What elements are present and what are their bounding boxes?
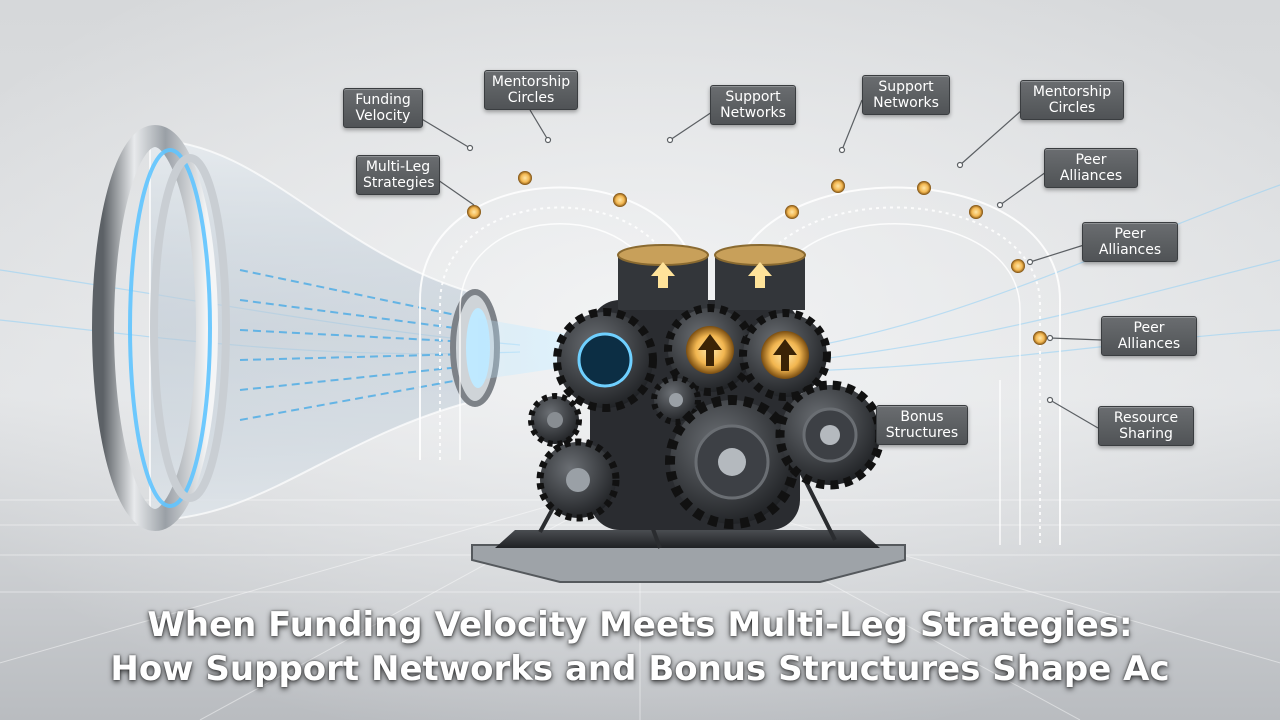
label-connectors xyxy=(419,99,1103,436)
label-resource-sharing: Resource Sharing xyxy=(1098,406,1194,446)
funnel-outer-rim xyxy=(92,125,218,531)
label-bonus-structures: Bonus Structures xyxy=(876,405,968,445)
funnel-inner-rim xyxy=(150,154,230,502)
label-mentorship-circles-right: Mentorship Circles xyxy=(1020,80,1124,120)
label-peer-alliances-bottom: Peer Alliances xyxy=(1101,316,1197,356)
gear-intake xyxy=(553,308,657,412)
label-mentorship-circles-left: Mentorship Circles xyxy=(484,70,578,110)
gear-upper-left-arrow xyxy=(664,304,756,396)
headline-line-1: When Funding Velocity Meets Multi-Leg St… xyxy=(147,605,1133,645)
right-top-cylinder xyxy=(714,244,806,310)
funnel-glow-ring xyxy=(128,148,212,508)
funnel-data-lines xyxy=(239,269,471,421)
machine-base-top xyxy=(495,530,880,548)
gear-small-left xyxy=(528,393,582,447)
label-peer-alliances-top: Peer Alliances xyxy=(1044,148,1138,188)
headline-line-2: How Support Networks and Bonus Structure… xyxy=(110,649,1170,689)
gear-lower-left xyxy=(536,438,620,522)
headline-caption: When Funding Velocity Meets Multi-Leg St… xyxy=(0,603,1280,703)
left-top-cylinder xyxy=(617,244,709,310)
label-support-networks-left: Support Networks xyxy=(710,85,796,125)
gear-right xyxy=(775,380,885,490)
gear-main-lower xyxy=(665,395,799,529)
gear-upper-right-arrow xyxy=(739,309,831,401)
machine-base-plate xyxy=(471,544,906,583)
label-support-networks-right: Support Networks xyxy=(862,75,950,115)
label-multi-leg-strategies: Multi-Leg Strategies xyxy=(356,155,440,195)
label-funding-velocity: Funding Velocity xyxy=(343,88,423,128)
gear-small-center xyxy=(651,375,701,425)
label-peer-alliances-middle: Peer Alliances xyxy=(1082,222,1178,262)
node-lights xyxy=(467,171,1047,345)
